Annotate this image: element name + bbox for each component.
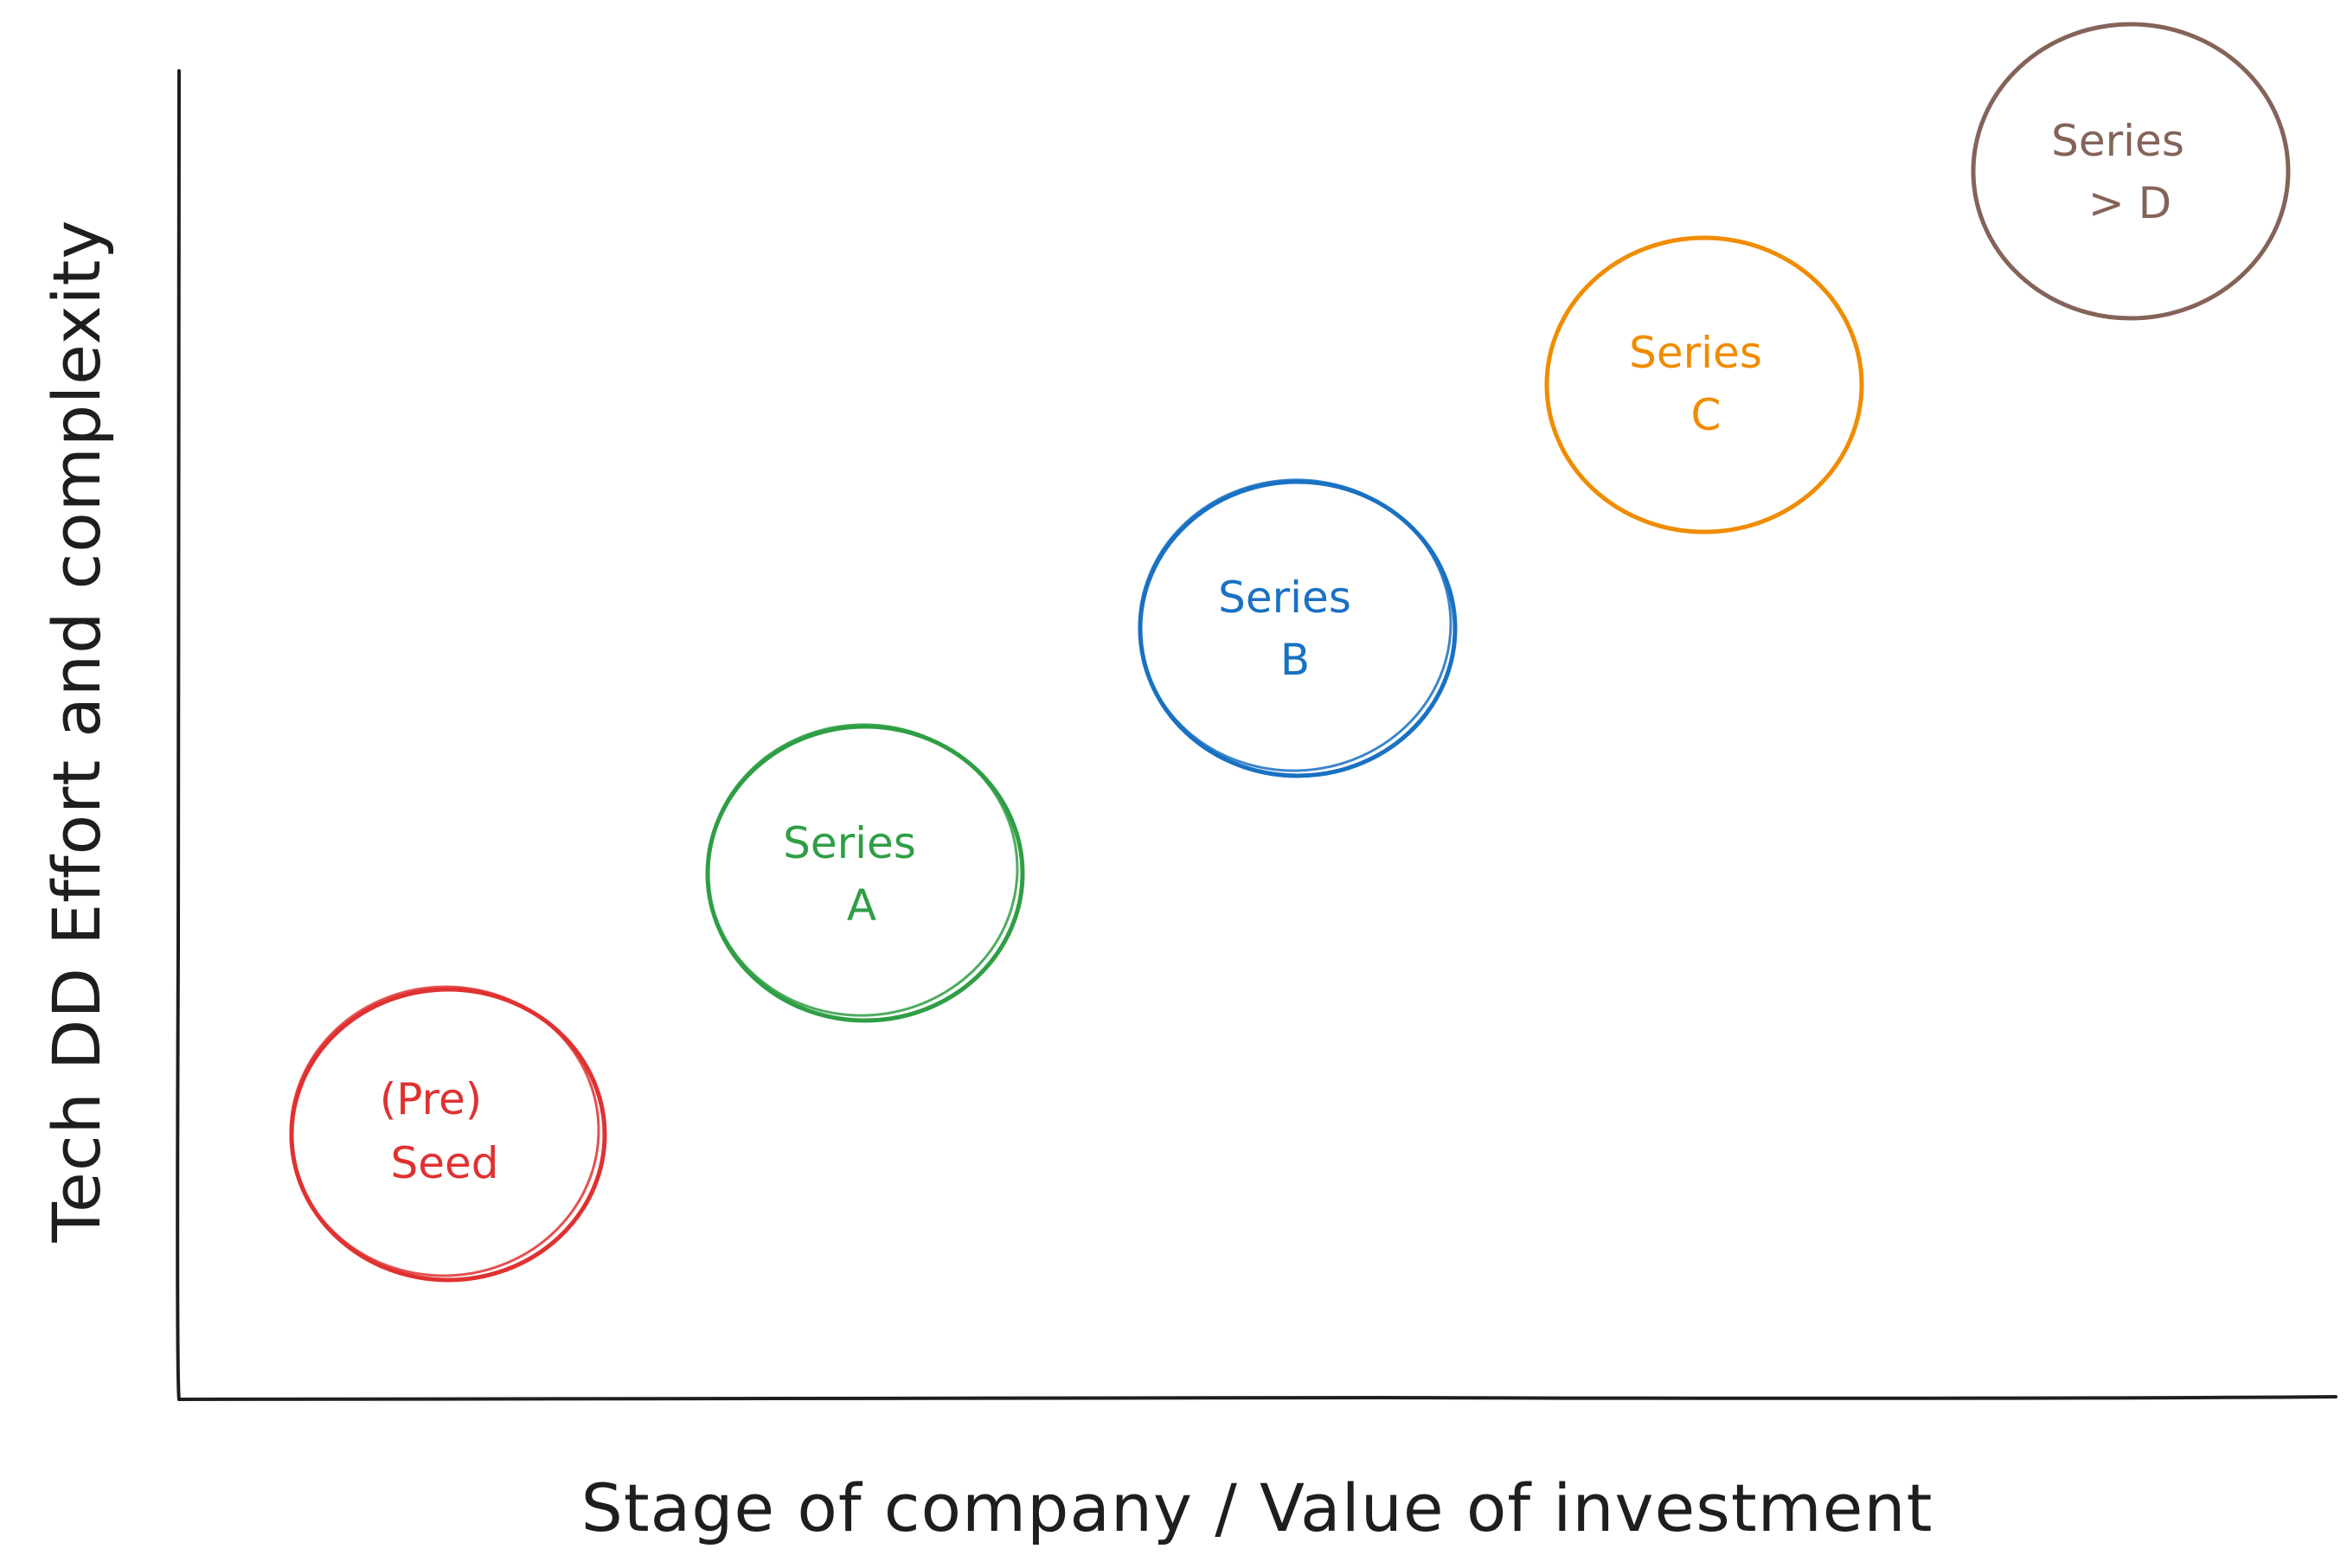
stage-bubble-series-c [1544, 235, 1864, 534]
stage-bubble-series-c-labels: Series C [1629, 328, 1762, 440]
stage-label-line1: (Pre) [380, 1074, 483, 1124]
stage-circle-sketch [289, 985, 600, 1277]
stage-label-line2: A [847, 880, 876, 931]
stage-bubble-series-a: Series A [705, 723, 1025, 1023]
x-axis-label: Stage of company / Value of investment [581, 1469, 1933, 1546]
stage-label-line2: Seed [391, 1138, 499, 1188]
stage-label-line1: Series [2051, 116, 2184, 166]
stage-bubble-pre-seed: (Pre) Seed [289, 985, 607, 1283]
y-axis-label: Tech DD Effort and complexity [38, 220, 115, 1244]
stage-circle [1971, 22, 2291, 321]
stage-circle [1544, 235, 1864, 534]
y-axis-line [176, 69, 182, 1401]
stage-label-line2: > D [2088, 178, 2171, 228]
stage-label-line2: B [1280, 635, 1310, 685]
stage-circle-sketch [706, 723, 1019, 1017]
stage-circle-sketch [1138, 478, 1452, 772]
x-axis-line [177, 1395, 2337, 1401]
stage-label-line1: Series [1218, 573, 1351, 623]
stage-label-line2: C [1691, 390, 1722, 440]
stage-label-line1: Series [783, 818, 916, 868]
stage-bubble-series-b: Series B [1138, 478, 1458, 778]
stage-bubble-series-d: Series > D [1971, 22, 2291, 321]
stage-label-line1: Series [1629, 328, 1762, 378]
